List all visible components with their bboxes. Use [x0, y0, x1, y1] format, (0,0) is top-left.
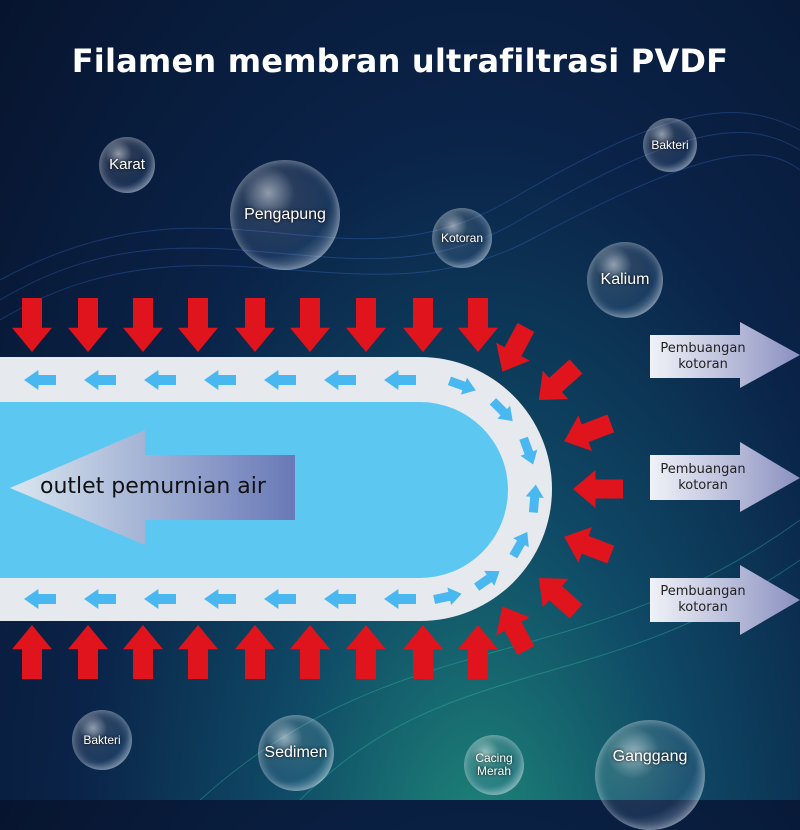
bubble-label: Kotoran — [440, 230, 484, 245]
bubble-label: Karat — [109, 156, 145, 174]
bubble-kotoran: Kotoran — [432, 208, 492, 268]
bubble-kalium: Kalium — [587, 242, 663, 318]
flow-arrow-left — [204, 370, 236, 390]
bubble-label: Bakteri — [83, 732, 121, 747]
pressure-arrow-radial — [538, 578, 583, 619]
bubble-sedimen: Sedimen — [258, 715, 334, 791]
pressure-arrow-radial — [564, 414, 615, 451]
bubble-bakteri-top: Bakteri — [643, 118, 697, 172]
pressure-arrow-up — [68, 625, 108, 679]
waste-arrow-3 — [650, 565, 800, 635]
bubble-pengapung: Pengapung — [230, 160, 340, 270]
waste-label-1: Pembuangan kotoran — [660, 341, 746, 372]
pressure-arrow-down — [178, 298, 218, 352]
flow-arrow-left — [324, 589, 356, 609]
flow-arrow-curve — [489, 398, 513, 422]
pressure-arrow-up — [235, 625, 275, 679]
bubble-label: Ganggang — [612, 748, 688, 766]
pressure-arrow-up — [290, 625, 330, 679]
flow-arrow-left — [84, 589, 116, 609]
pressure-arrow-down — [68, 298, 108, 352]
waste-arrows — [650, 322, 800, 635]
pressure-arrow-up — [178, 625, 218, 679]
pressure-arrow-up — [123, 625, 163, 679]
flow-arrow-left — [144, 589, 176, 609]
flow-arrow-left — [384, 589, 416, 609]
pressure-arrow-up — [403, 625, 443, 679]
pressure-arrow-radial — [538, 359, 583, 400]
bubble-label: Cacing Merah — [475, 751, 513, 778]
flow-arrow-left — [24, 370, 56, 390]
flow-arrow-left — [204, 589, 236, 609]
bubble-label: Sedimen — [264, 743, 328, 761]
waste-arrow-1 — [650, 322, 800, 388]
flow-arrow-left — [264, 589, 296, 609]
pressure-arrow-up — [458, 625, 498, 679]
waste-arrow-2 — [650, 442, 800, 512]
flow-arrow-left — [384, 370, 416, 390]
pressure-arrow-down — [458, 298, 498, 352]
pressure-arrow-up — [346, 625, 386, 679]
outlet-label: outlet pemurnian air — [40, 474, 266, 499]
outlet-arrow — [10, 430, 295, 545]
bubble-label: Pengapung — [244, 205, 326, 223]
pressure-arrow-radial — [496, 323, 535, 372]
bubble-ganggang: Ganggang — [595, 720, 705, 830]
pressure-arrow-radial — [564, 527, 615, 564]
waste-label-2: Pembuangan kotoran — [660, 462, 746, 493]
pressure-arrow-up — [12, 625, 52, 679]
flow-arrow-left — [264, 370, 296, 390]
pressure-arrow-down — [235, 298, 275, 352]
pressure-arrow-radial — [573, 470, 623, 508]
flow-arrow-curve — [525, 484, 544, 513]
bubble-bakteri-bottom: Bakteri — [72, 710, 132, 770]
bubble-label: Kalium — [600, 270, 650, 288]
bubble-label: Bakteri — [651, 137, 689, 152]
pressure-arrows — [12, 298, 623, 679]
pressure-arrow-radial — [496, 606, 535, 655]
flow-arrow-curve — [509, 531, 529, 559]
membrane-diagram — [0, 112, 800, 800]
pressure-arrow-down — [12, 298, 52, 352]
flow-arrow-curve — [433, 587, 462, 606]
flow-arrow-left — [24, 589, 56, 609]
flow-arrow-left — [84, 370, 116, 390]
pressure-arrow-down — [403, 298, 443, 352]
page-title: Filamen membran ultrafiltrasi PVDF — [71, 42, 729, 80]
flow-arrow-curve — [447, 376, 476, 395]
flow-arrow-curve — [519, 436, 538, 465]
flow-arrow-left — [324, 370, 356, 390]
flow-arrow-curve — [474, 570, 500, 591]
flow-arrow-left — [144, 370, 176, 390]
bubble-karat: Karat — [99, 137, 155, 193]
pressure-arrow-down — [346, 298, 386, 352]
pressure-arrow-down — [290, 298, 330, 352]
pressure-arrow-down — [123, 298, 163, 352]
bubble-cacing-merah: Cacing Merah — [464, 735, 524, 795]
waste-label-3: Pembuangan kotoran — [660, 584, 746, 615]
flow-arrows — [24, 370, 544, 609]
